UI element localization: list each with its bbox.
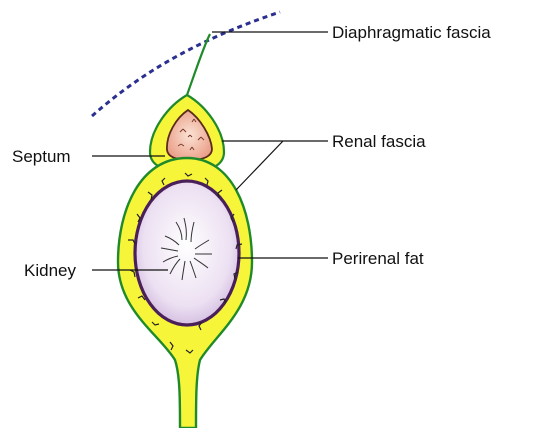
kidney <box>135 181 239 325</box>
label-septum: Septum <box>12 147 71 166</box>
fascia-stem-upper <box>187 34 210 95</box>
label-perirenal-fat: Perirenal fat <box>332 249 424 268</box>
label-kidney: Kidney <box>24 261 76 280</box>
leader-renal-fascia-diagonal <box>236 141 283 190</box>
label-renal-fascia: Renal fascia <box>332 132 426 151</box>
label-diaphragmatic-fascia: Diaphragmatic fascia <box>332 23 491 42</box>
